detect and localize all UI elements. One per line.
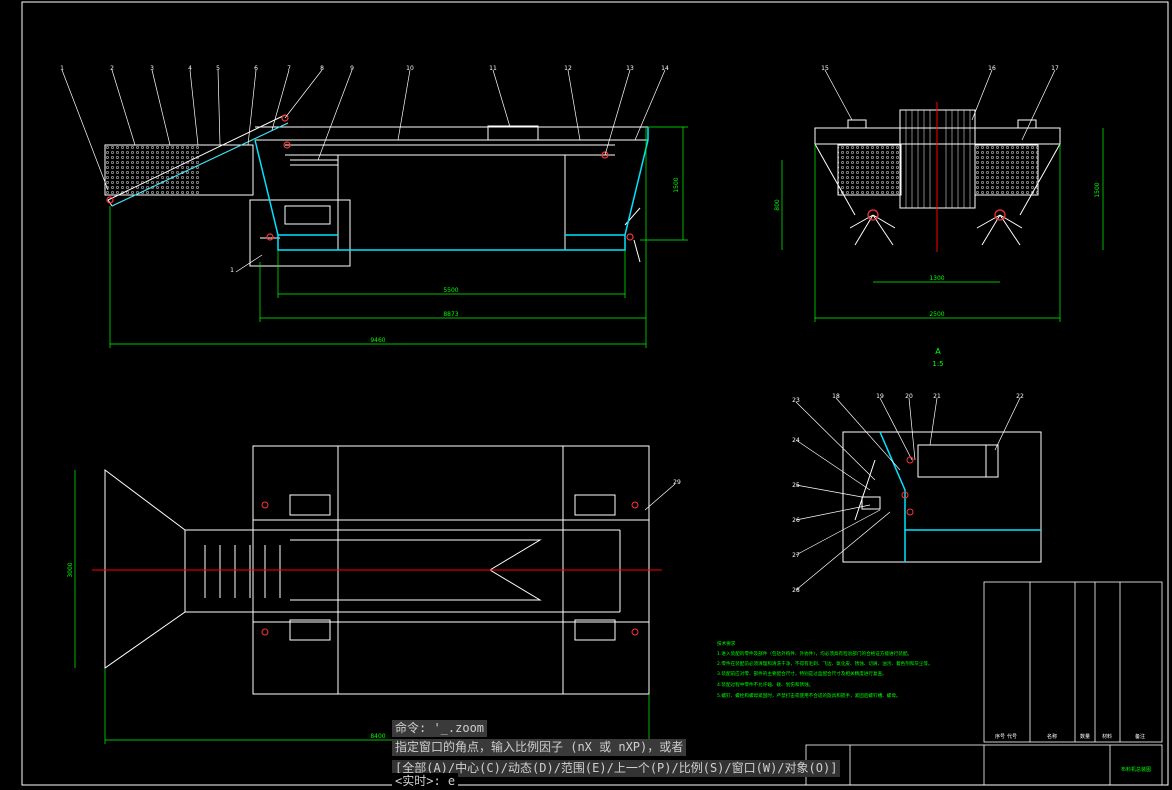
drawing-title: 布料机总装图	[1121, 766, 1151, 773]
balloon-label: 28	[792, 587, 800, 594]
balloon-label: 8	[320, 65, 324, 72]
balloon-label: 2	[110, 65, 114, 72]
balloon-label: 3	[150, 65, 154, 72]
front-dimensions	[109, 126, 688, 348]
dimension-labels: 5500 8873 9460 1 1500 1500 800 1300 2500…	[67, 177, 1101, 740]
balloon-label: 5	[216, 65, 220, 72]
front-leaders	[61, 69, 666, 273]
dim-plan-width: 8400	[370, 733, 385, 740]
detail-view	[842, 431, 1042, 563]
balloon-label: 12	[564, 65, 572, 72]
header-no: 序号	[995, 733, 1005, 740]
plan-rollers	[261, 501, 639, 636]
balloon-label: 11	[489, 65, 497, 72]
balloon-label: 17	[1051, 65, 1059, 72]
side-rollers	[867, 209, 1006, 221]
header-qty: 数量	[1080, 733, 1090, 740]
balloon-label: 21	[933, 393, 941, 400]
header-code: 代号	[1007, 733, 1017, 740]
dim-side-axle: 1300	[929, 275, 944, 282]
drawing-frame	[21, 1, 1169, 786]
view-scale: 1:5	[932, 360, 943, 368]
balloon-label: 4	[188, 65, 192, 72]
detail-tank	[879, 431, 1041, 562]
tech-note: 3.装配前应对零、部件的主要配合尺寸，特别是过盈配合尺寸及相关精度进行复查。	[717, 670, 887, 677]
dim-side-height-right: 1500	[1094, 182, 1101, 197]
balloon-label: 10	[406, 65, 414, 72]
view-label: A	[935, 347, 941, 356]
detail-leaders	[795, 397, 1021, 591]
dim-front-height: 1500	[673, 177, 680, 192]
balloon-label: 20	[905, 393, 913, 400]
tech-note: 2.零件在装配前必须清理和清洗干净，不得有毛刺、飞边、氧化皮、锈蚀、切屑、油污、…	[717, 660, 933, 667]
command-live-prefix: <实时>:	[395, 774, 441, 788]
balloon-label: 1	[60, 65, 64, 72]
balloon-label: 14	[661, 65, 669, 72]
side-balloon-labels: 15 16 17	[821, 65, 1059, 72]
command-options-line[interactable]: [全部(A)/中心(C)/动态(D)/范围(E)/上一个(P)/比例(S)/窗口…	[392, 760, 841, 777]
tech-note: 4.装配过程中零件不允许磕、碰、划伤和锈蚀。	[717, 681, 813, 688]
tech-notes-title: 技术要求	[717, 640, 736, 647]
balloon-label: 24	[792, 437, 800, 444]
detail-rollers	[901, 456, 914, 516]
header-material: 材料	[1102, 733, 1112, 740]
dim-front-inner: 5500	[443, 287, 458, 294]
dim-side-height-left: 800	[774, 199, 781, 211]
detail-balloon-labels: 18 19 20 21 22 23 24 25 26 27 28 29	[673, 393, 1024, 594]
balloon-label: 25	[792, 482, 800, 489]
balloon-label: 29	[673, 479, 681, 486]
tech-notes: 技术要求 1.进入装配的零件及部件（包括外购件、外协件），均必须具有检验部门的合…	[717, 640, 933, 699]
command-input-text[interactable]: e	[447, 774, 456, 788]
front-rollers	[106, 114, 634, 241]
balloon-label: 26	[792, 517, 800, 524]
balloon-label: 27	[792, 552, 800, 559]
front-balloon-labels: 1 2 3 4 5 6 7 8 9 10 11 12 13 14	[60, 65, 669, 72]
command-input-line[interactable]: <实时>: e	[392, 773, 459, 790]
dim-plan-height: 3000	[67, 562, 74, 577]
balloon-label: 9	[350, 65, 354, 72]
front-view	[104, 114, 648, 267]
balloon-label: 13	[626, 65, 634, 72]
dim-front-small: 1	[230, 267, 234, 274]
balloon-label: 7	[287, 65, 291, 72]
dim-front-mid: 8873	[443, 311, 458, 318]
side-leaders	[824, 69, 1056, 141]
balloon-label: 18	[832, 393, 840, 400]
plan-leader	[644, 483, 676, 511]
command-history-line: 命令: '_.zoom	[392, 720, 488, 737]
balloon-label: 22	[1016, 393, 1024, 400]
command-prompt-line: 指定窗口的角点，输入比例因子 (nX 或 nXP)，或者	[392, 739, 687, 756]
balloon-label: 16	[988, 65, 996, 72]
header-name: 名称	[1047, 733, 1057, 740]
header-remark: 备注	[1135, 733, 1145, 740]
tech-note: 5.螺钉、螺栓和螺母紧固时，严禁打击或使用不合适的旋具和扳手，紧固后螺钉槽、螺母…	[717, 692, 901, 699]
balloon-label: 23	[792, 397, 800, 404]
balloon-label: 15	[821, 65, 829, 72]
side-view	[814, 109, 1061, 246]
title-block-labels: 序号 代号 名称 数量 材料 备注 布料机总装图	[995, 733, 1151, 773]
tech-note: 1.进入装配的零件及部件（包括外购件、外协件），均必须具有检验部门的合格证方能进…	[717, 650, 912, 657]
side-grid	[905, 110, 971, 208]
dim-front-overall: 9460	[370, 337, 385, 344]
dim-side-overall: 2500	[929, 311, 944, 318]
side-dimensions	[781, 128, 1104, 322]
balloon-label: 6	[254, 65, 258, 72]
balloon-label: 19	[876, 393, 884, 400]
title-block	[805, 581, 1163, 786]
